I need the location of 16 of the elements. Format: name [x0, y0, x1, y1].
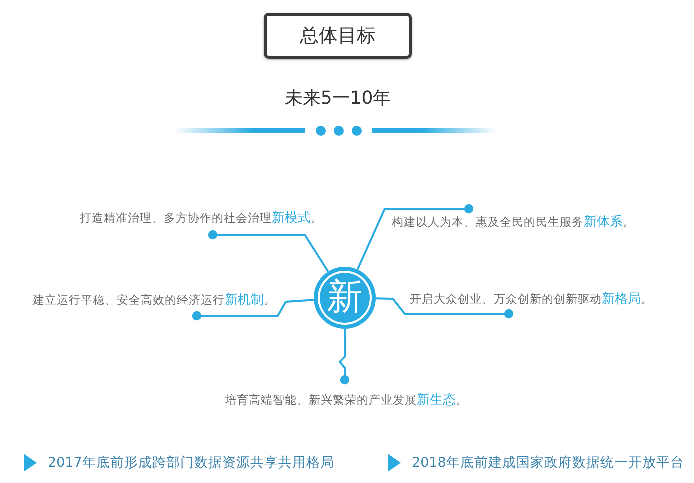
plan-text: 2017年底前形成跨部门数据资源共享共用格局 [48, 454, 334, 472]
goal-text: 培育高端智能、新兴繁荣的产业发展新生态。 [225, 392, 468, 409]
goal-text: 开启大众创业、万众创新的创新驱动新格局。 [410, 291, 653, 308]
goal-text: 建立运行平稳、安全高效的经济运行新机制。 [33, 292, 276, 309]
leader-line [338, 329, 350, 385]
hub-character: 新 [327, 278, 363, 318]
goal-text: 构建以人为本、惠及全民的民生服务新体系。 [392, 214, 635, 231]
plan-text: 2018年底前建成国家政府数据统一开放平台 [412, 454, 684, 472]
leader-line [192, 299, 314, 321]
box-heading: 总体目标 [300, 24, 376, 48]
title-box [264, 13, 412, 59]
goal-text: 打造精准治理、多方协作的社会治理新模式。 [80, 210, 323, 227]
leader-line [356, 204, 474, 270]
leader-line [208, 230, 330, 272]
subtitle: 未来5一10年 [284, 87, 392, 111]
leader-line [376, 298, 514, 319]
